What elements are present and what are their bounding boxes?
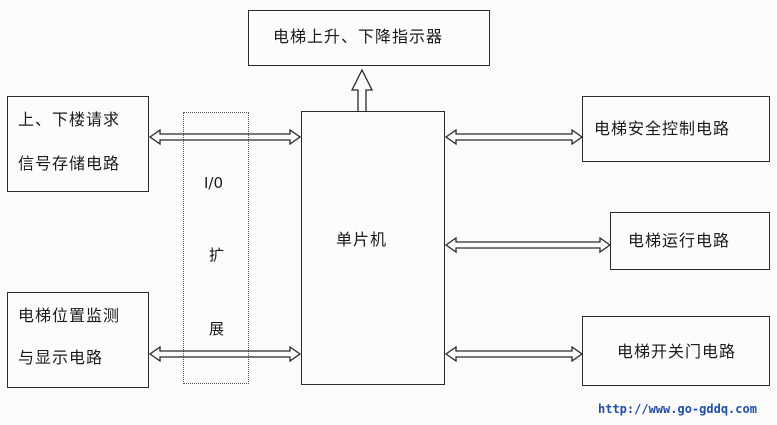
- indicator-block: 电梯上升、下降指示器: [248, 10, 490, 66]
- door-circuit-label: 电梯开关门电路: [617, 342, 737, 361]
- safety-control-block: 电梯安全控制电路: [582, 96, 770, 162]
- request-storage-label-line1: 上、下楼请求: [18, 110, 121, 129]
- mcu-label: 单片机: [336, 230, 388, 249]
- mcu-block: 单片机: [301, 111, 445, 385]
- position-display-label-line2: 与显示电路: [18, 348, 104, 367]
- run-circuit-block: 电梯运行电路: [610, 212, 770, 270]
- io-expansion-label-line2: 扩: [209, 246, 225, 264]
- arrow-position-mcu: [148, 345, 302, 363]
- io-expansion-label-line3: 展: [209, 320, 225, 338]
- safety-control-label: 电梯安全控制电路: [594, 119, 731, 138]
- arrow-mcu-safety: [444, 128, 584, 146]
- arrow-mcu-to-indicator: [350, 68, 374, 111]
- arrow-mcu-run: [444, 236, 612, 254]
- io-expansion-label-line1: I/0: [204, 174, 224, 192]
- watermark-url: http://www.go-gddq.com: [598, 402, 757, 416]
- position-display-label-line1: 电梯位置监测: [18, 306, 121, 325]
- door-circuit-block: 电梯开关门电路: [582, 316, 770, 386]
- arrow-mcu-door: [444, 345, 584, 363]
- indicator-label: 电梯上升、下降指示器: [273, 27, 444, 46]
- run-circuit-label: 电梯运行电路: [628, 231, 731, 250]
- request-storage-block: 上、下楼请求 信号存储电路: [7, 96, 149, 192]
- arrow-request-mcu: [148, 128, 302, 146]
- request-storage-label-line2: 信号存储电路: [18, 154, 121, 173]
- position-display-block: 电梯位置监测 与显示电路: [7, 292, 149, 388]
- io-expansion-block: [183, 112, 249, 384]
